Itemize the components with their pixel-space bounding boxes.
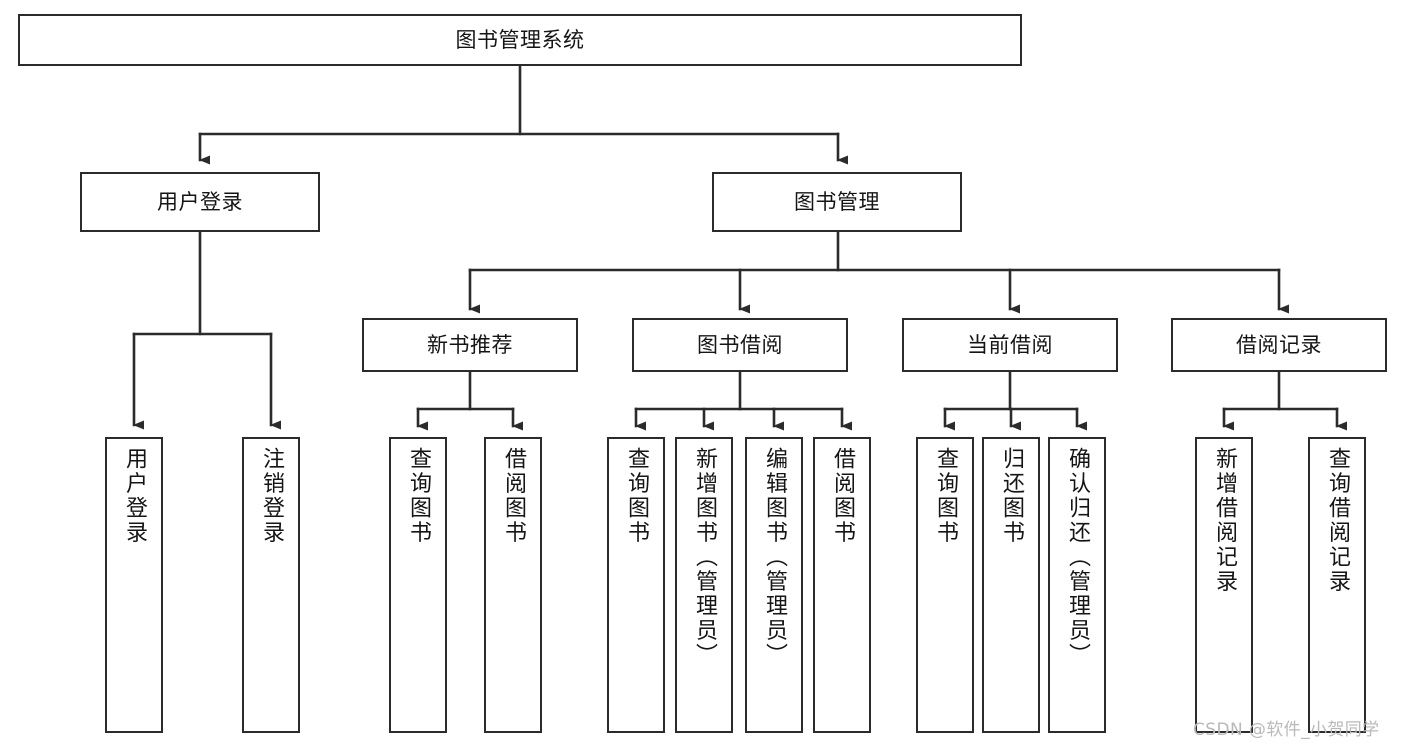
- leaf-add-book[interactable]: 新增图书（管理员）: [675, 437, 733, 733]
- node-root[interactable]: 图书管理系统: [18, 14, 1022, 66]
- node-borrow-record-label: 借阅记录: [1236, 332, 1322, 357]
- leaf-add-record[interactable]: 新增借阅记录: [1195, 437, 1253, 733]
- leaf-return-book[interactable]: 归还图书: [982, 437, 1040, 733]
- leaf-add-record-label: 新增借阅记录: [1211, 447, 1237, 594]
- leaf-query-book-3-label: 查询图书: [932, 447, 958, 545]
- node-user-login[interactable]: 用户登录: [80, 172, 320, 232]
- node-new-book-recommend-label: 新书推荐: [427, 332, 513, 357]
- leaf-user-login-label: 用户登录: [121, 447, 147, 545]
- node-book-borrow[interactable]: 图书借阅: [632, 318, 848, 372]
- leaf-edit-book[interactable]: 编辑图书（管理员）: [745, 437, 803, 733]
- leaf-logout-login-label: 注销登录: [258, 447, 284, 545]
- leaf-logout-login[interactable]: 注销登录: [242, 437, 300, 733]
- leaf-borrow-book-1-label: 借阅图书: [500, 447, 526, 545]
- node-current-borrow-label: 当前借阅: [967, 332, 1053, 357]
- node-new-book-recommend[interactable]: 新书推荐: [362, 318, 578, 372]
- node-root-label: 图书管理系统: [455, 27, 585, 52]
- leaf-query-book-1[interactable]: 查询图书: [389, 437, 447, 733]
- leaf-confirm-return-label: 确认归还（管理员）: [1064, 447, 1090, 668]
- leaf-user-login[interactable]: 用户登录: [105, 437, 163, 733]
- leaf-add-book-label: 新增图书（管理员）: [691, 447, 717, 668]
- leaf-confirm-return[interactable]: 确认归还（管理员）: [1048, 437, 1106, 733]
- csdn-watermark: CSDN @软件_小贺同学: [1193, 720, 1380, 740]
- node-user-login-label: 用户登录: [157, 189, 243, 214]
- leaf-query-record-label: 查询借阅记录: [1324, 447, 1350, 594]
- node-book-borrow-label: 图书借阅: [697, 332, 783, 357]
- leaf-return-book-label: 归还图书: [998, 447, 1024, 545]
- leaf-query-book-1-label: 查询图书: [405, 447, 431, 545]
- leaf-borrow-book-1[interactable]: 借阅图书: [484, 437, 542, 733]
- node-current-borrow[interactable]: 当前借阅: [902, 318, 1118, 372]
- leaf-query-book-2-label: 查询图书: [623, 447, 649, 545]
- leaf-borrow-book-2-label: 借阅图书: [829, 447, 855, 545]
- leaf-edit-book-label: 编辑图书（管理员）: [761, 447, 787, 668]
- leaf-query-record[interactable]: 查询借阅记录: [1308, 437, 1366, 733]
- node-book-manage[interactable]: 图书管理: [712, 172, 962, 232]
- node-borrow-record[interactable]: 借阅记录: [1171, 318, 1387, 372]
- leaf-borrow-book-2[interactable]: 借阅图书: [813, 437, 871, 733]
- leaf-query-book-2[interactable]: 查询图书: [607, 437, 665, 733]
- leaf-query-book-3[interactable]: 查询图书: [916, 437, 974, 733]
- node-book-manage-label: 图书管理: [794, 189, 880, 214]
